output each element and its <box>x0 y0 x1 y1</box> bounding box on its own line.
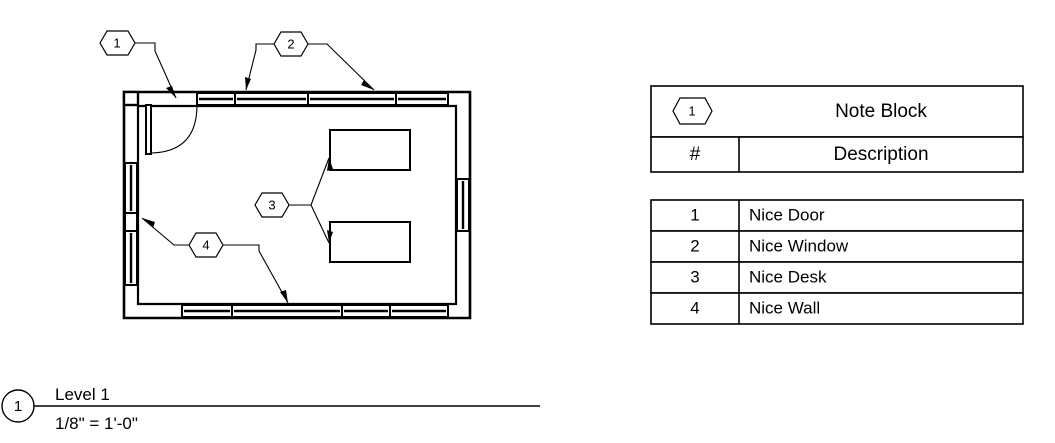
note-block-title-tag <box>672 97 713 125</box>
callout-hexagon[interactable] <box>99 30 136 56</box>
door-jamb <box>122 90 140 107</box>
view-number: 1 <box>14 398 22 415</box>
cell-description: Nice Desk <box>749 267 827 286</box>
callout-2[interactable]: 2 <box>245 31 375 91</box>
door-swing-arc <box>150 104 198 154</box>
cell-number: 2 <box>690 236 699 255</box>
callout-hexagon[interactable] <box>188 232 224 258</box>
cell-number: 1 <box>690 205 699 224</box>
view-title-block[interactable]: 1 Level 1 1/8" = 1'-0" <box>1 385 540 433</box>
note-block-title-tag-number: 1 <box>688 103 695 118</box>
table-row[interactable]: 2 Nice Window <box>650 230 1024 263</box>
callout-number: 2 <box>287 36 294 51</box>
callout-number: 3 <box>268 197 275 212</box>
cell-number: 4 <box>690 298 699 317</box>
floor-plan-view[interactable]: 1 2 3 <box>0 0 560 443</box>
table-row[interactable]: 4 Nice Wall <box>650 292 1024 325</box>
leader-arrowhead <box>245 77 251 90</box>
note-block-header: 1 Note Block <box>650 85 1024 138</box>
header-row <box>650 136 1024 173</box>
cell-description: Nice Door <box>749 205 825 224</box>
leader-line <box>310 204 330 244</box>
column-header-num: # <box>690 144 701 165</box>
leader-line <box>223 244 289 304</box>
leader-line <box>135 42 177 99</box>
callout-3[interactable]: 3 <box>254 157 333 244</box>
callout-hexagon[interactable] <box>273 31 309 57</box>
door-symbol[interactable] <box>122 90 198 155</box>
window-group-right[interactable] <box>456 178 470 232</box>
desk-group[interactable] <box>329 129 411 263</box>
window-group-left[interactable] <box>124 162 138 286</box>
leader-arrowhead <box>327 158 333 171</box>
desk-icon <box>329 221 411 263</box>
leader-arrowhead <box>280 290 288 303</box>
desk-icon <box>329 129 411 171</box>
leader-line <box>310 157 330 206</box>
row-frame <box>650 199 1024 232</box>
view-scale: 1/8" = 1'-0" <box>55 414 138 433</box>
leader-arrowhead <box>361 80 374 90</box>
column-header-description: Description <box>833 144 928 165</box>
leader-line <box>245 43 274 91</box>
view-name: Level 1 <box>55 385 110 404</box>
callout-1[interactable]: 1 <box>99 30 177 99</box>
row-frame <box>650 292 1024 325</box>
leader-arrowhead <box>327 230 333 243</box>
row-frame <box>650 261 1024 294</box>
note-block-column-headers: # Description <box>650 136 1024 173</box>
callout-hexagon[interactable] <box>254 192 290 218</box>
window-icon <box>124 212 138 232</box>
note-block-body[interactable]: 1 Nice Door 2 Nice Window 3 Nice Desk 4 … <box>650 199 1024 325</box>
note-block-title: Note Block <box>835 101 927 122</box>
leader-arrowhead <box>166 86 176 98</box>
callout-number: 1 <box>113 35 120 50</box>
cell-description: Nice Wall <box>749 298 820 317</box>
cell-description: Nice Window <box>749 236 849 255</box>
table-row[interactable]: 3 Nice Desk <box>650 261 1024 294</box>
window-group-bottom[interactable] <box>181 304 449 318</box>
leader-line <box>308 43 375 91</box>
leader-arrowhead <box>142 218 155 228</box>
callout-4[interactable]: 4 <box>141 217 289 304</box>
table-row[interactable]: 1 Nice Door <box>650 199 1024 232</box>
window-group-top[interactable] <box>196 92 449 106</box>
cell-number: 3 <box>690 267 699 286</box>
door-leaf <box>145 104 152 155</box>
callout-number: 4 <box>202 237 209 252</box>
